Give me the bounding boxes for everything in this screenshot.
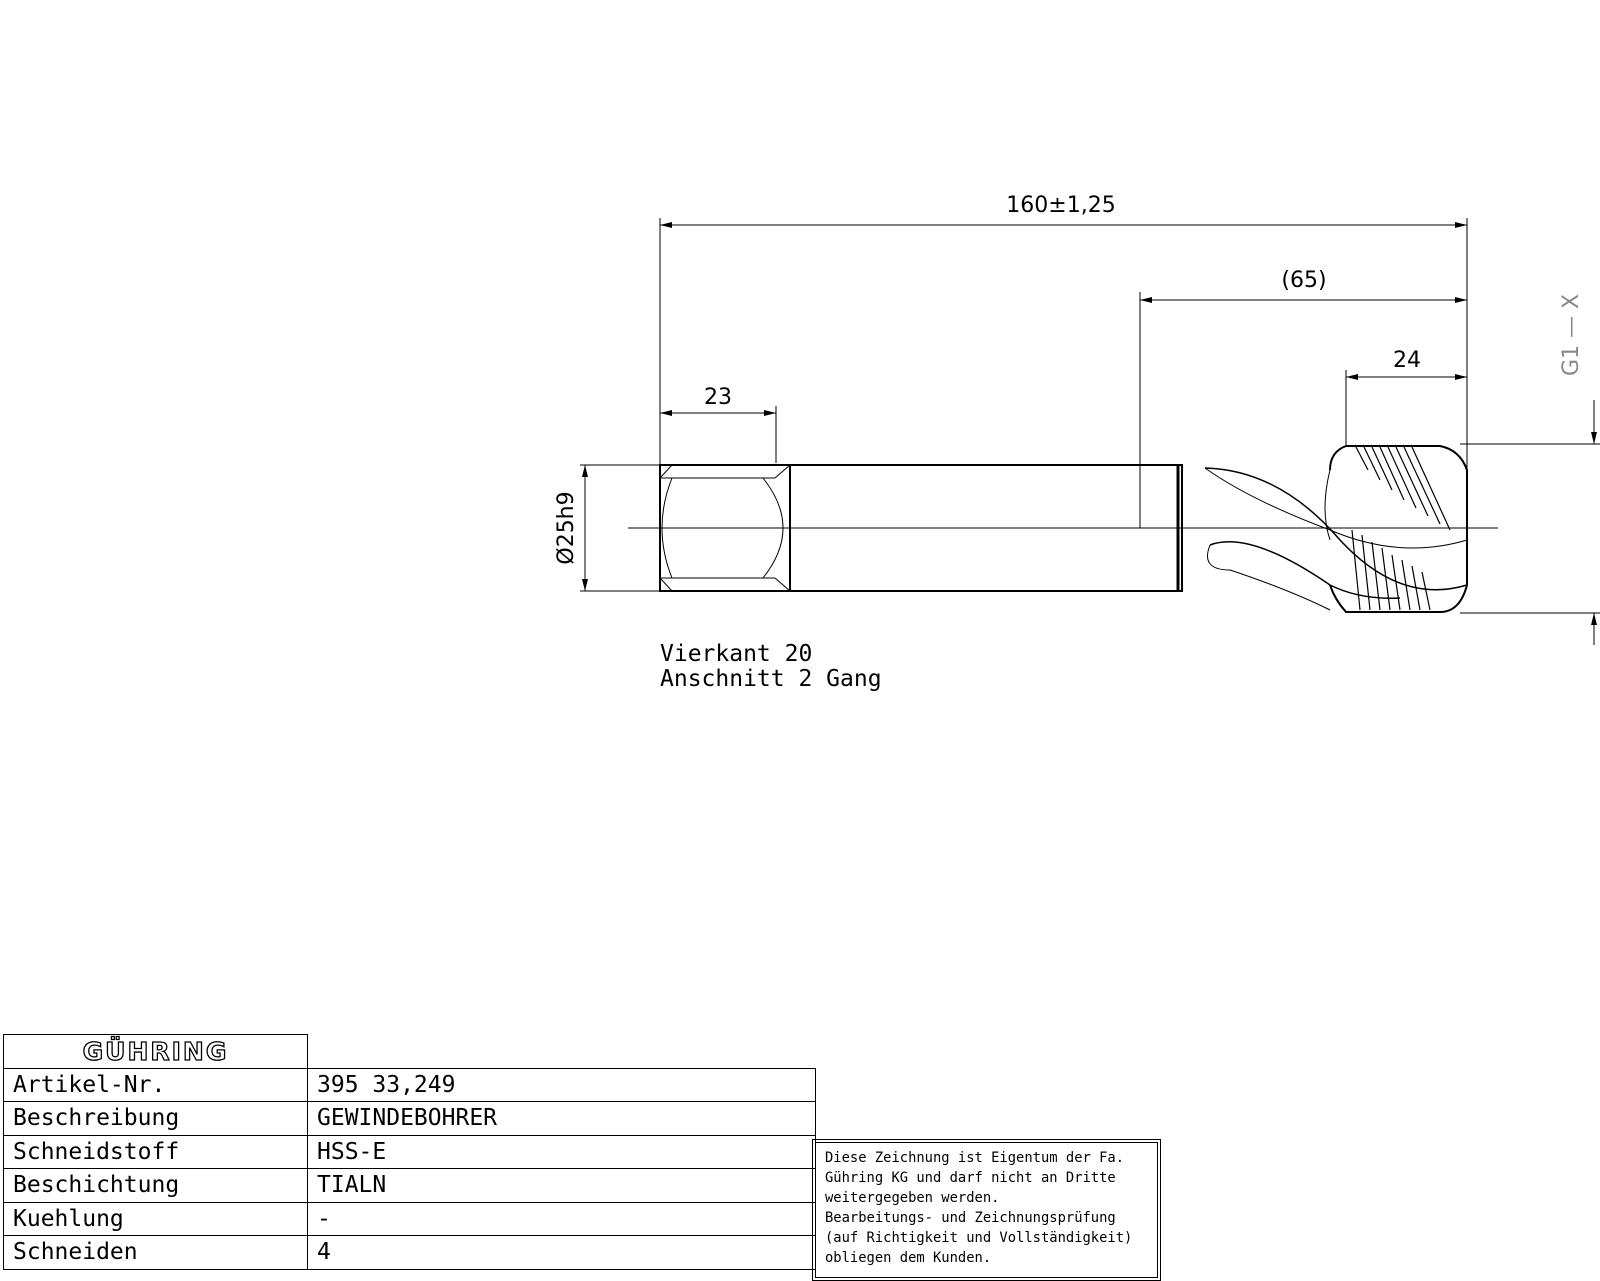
title-block-blank — [307, 1034, 816, 1069]
dim-square-length: 23 — [704, 385, 732, 410]
title-block: GÜHRING Artikel-Nr. 395 33,249 Beschreib… — [3, 1034, 816, 1270]
flute-1-inner — [1204, 467, 1468, 549]
row-value: 395 33,249 — [307, 1067, 816, 1102]
dim-thread-length: (65) — [1281, 268, 1326, 293]
note-chamfer: Anschnitt 2 Gang — [660, 666, 882, 692]
company-logo: GÜHRING — [3, 1034, 308, 1069]
dimension-lines — [582, 222, 1597, 645]
row-value: - — [307, 1201, 816, 1236]
ownership-notice: Diese Zeichnung ist Eigentum der Fa. Güh… — [812, 1139, 1161, 1281]
row-label: Schneiden — [3, 1235, 308, 1270]
row-value: TIALN — [307, 1168, 816, 1203]
row-label: Beschichtung — [3, 1168, 308, 1203]
flute-1 — [1204, 467, 1468, 591]
extension-lines — [580, 218, 1600, 614]
row-value: GEWINDEBOHRER — [307, 1101, 816, 1136]
table-row: Beschreibung GEWINDEBOHRER — [3, 1101, 816, 1136]
thread-designation: G1 — X — [1559, 294, 1584, 376]
flute-2-inner — [1207, 544, 1331, 611]
technical-drawing: 160±1,25 (65) 24 23 Ø25h9 G1 — X — [554, 193, 1600, 692]
note-square: Vierkant 20 — [660, 641, 812, 667]
table-row: Kuehlung - — [3, 1201, 816, 1236]
ownership-notice-text: Diese Zeichnung ist Eigentum der Fa. Güh… — [815, 1142, 1158, 1278]
row-label: Artikel-Nr. — [3, 1067, 308, 1102]
table-row: Beschichtung TIALN — [3, 1168, 816, 1203]
dim-shank-diameter: Ø25h9 — [554, 491, 579, 564]
logo-text: GÜHRING — [82, 1036, 229, 1066]
thread-hatching — [1351, 446, 1451, 611]
row-label: Beschreibung — [3, 1101, 308, 1136]
table-row: Schneiden 4 — [3, 1235, 816, 1270]
title-block-logo-row: GÜHRING — [3, 1034, 816, 1069]
row-label: Schneidstoff — [3, 1134, 308, 1169]
dim-total-length: 160±1,25 — [1006, 193, 1115, 218]
tap-tool — [659, 445, 1468, 613]
row-value: HSS-E — [307, 1134, 816, 1169]
shank — [790, 464, 1183, 592]
row-value: 4 — [307, 1235, 816, 1270]
table-row: Artikel-Nr. 395 33,249 — [3, 1067, 816, 1102]
dim-cut-length: 24 — [1393, 348, 1421, 373]
row-label: Kuehlung — [3, 1201, 308, 1236]
flute-2 — [1209, 541, 1401, 599]
thread-outline — [1329, 445, 1468, 613]
table-row: Schneidstoff HSS-E — [3, 1134, 816, 1169]
